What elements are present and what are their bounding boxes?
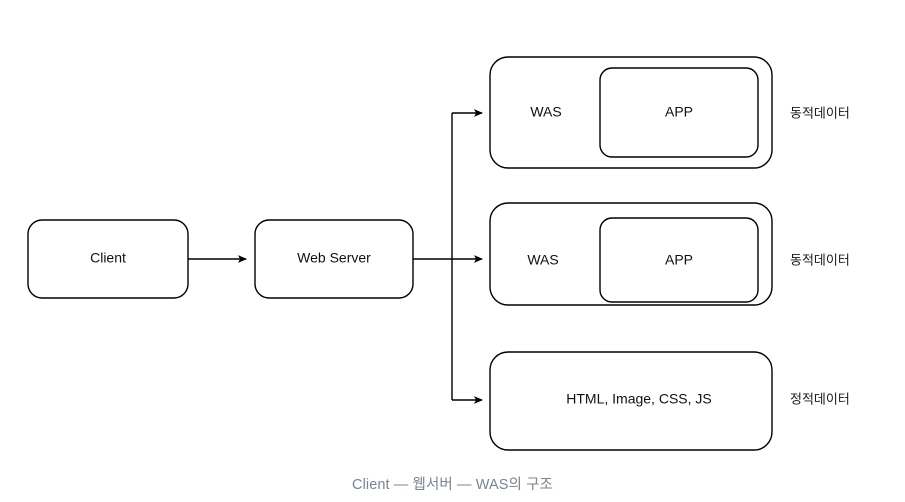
static-resources-label: HTML, Image, CSS, JS xyxy=(566,391,711,407)
node-web-server[interactable]: Web Server xyxy=(254,219,414,299)
app-top-box[interactable] xyxy=(599,67,759,158)
web-server-box[interactable] xyxy=(254,219,414,299)
node-was-mid[interactable]: WAS APP xyxy=(489,202,773,306)
side-label-static-data: 정적데이터 xyxy=(790,391,850,406)
web-server-label: Web Server xyxy=(297,250,371,266)
client-box[interactable] xyxy=(27,219,189,299)
app-mid-box[interactable] xyxy=(599,217,759,303)
node-client[interactable]: Client xyxy=(27,219,189,299)
was-mid-label: WAS xyxy=(527,252,558,268)
diagram-caption: Client — 웹서버 — WAS의 구조 xyxy=(352,477,553,493)
was-top-label: WAS xyxy=(530,104,561,120)
side-label-group: 동적데이터 동적데이터 정적데이터 xyxy=(790,105,850,406)
app-top-label: APP xyxy=(665,104,693,120)
app-mid-label: APP xyxy=(665,252,693,268)
edge-group xyxy=(188,109,483,404)
side-label-dynamic-data-top: 동적데이터 xyxy=(790,105,850,120)
node-was-top[interactable]: WAS APP xyxy=(489,56,773,169)
node-static-resources[interactable]: HTML, Image, CSS, JS xyxy=(489,351,773,451)
static-resources-box[interactable] xyxy=(489,351,773,451)
client-label: Client xyxy=(90,250,126,266)
side-label-dynamic-data-mid: 동적데이터 xyxy=(790,252,850,267)
